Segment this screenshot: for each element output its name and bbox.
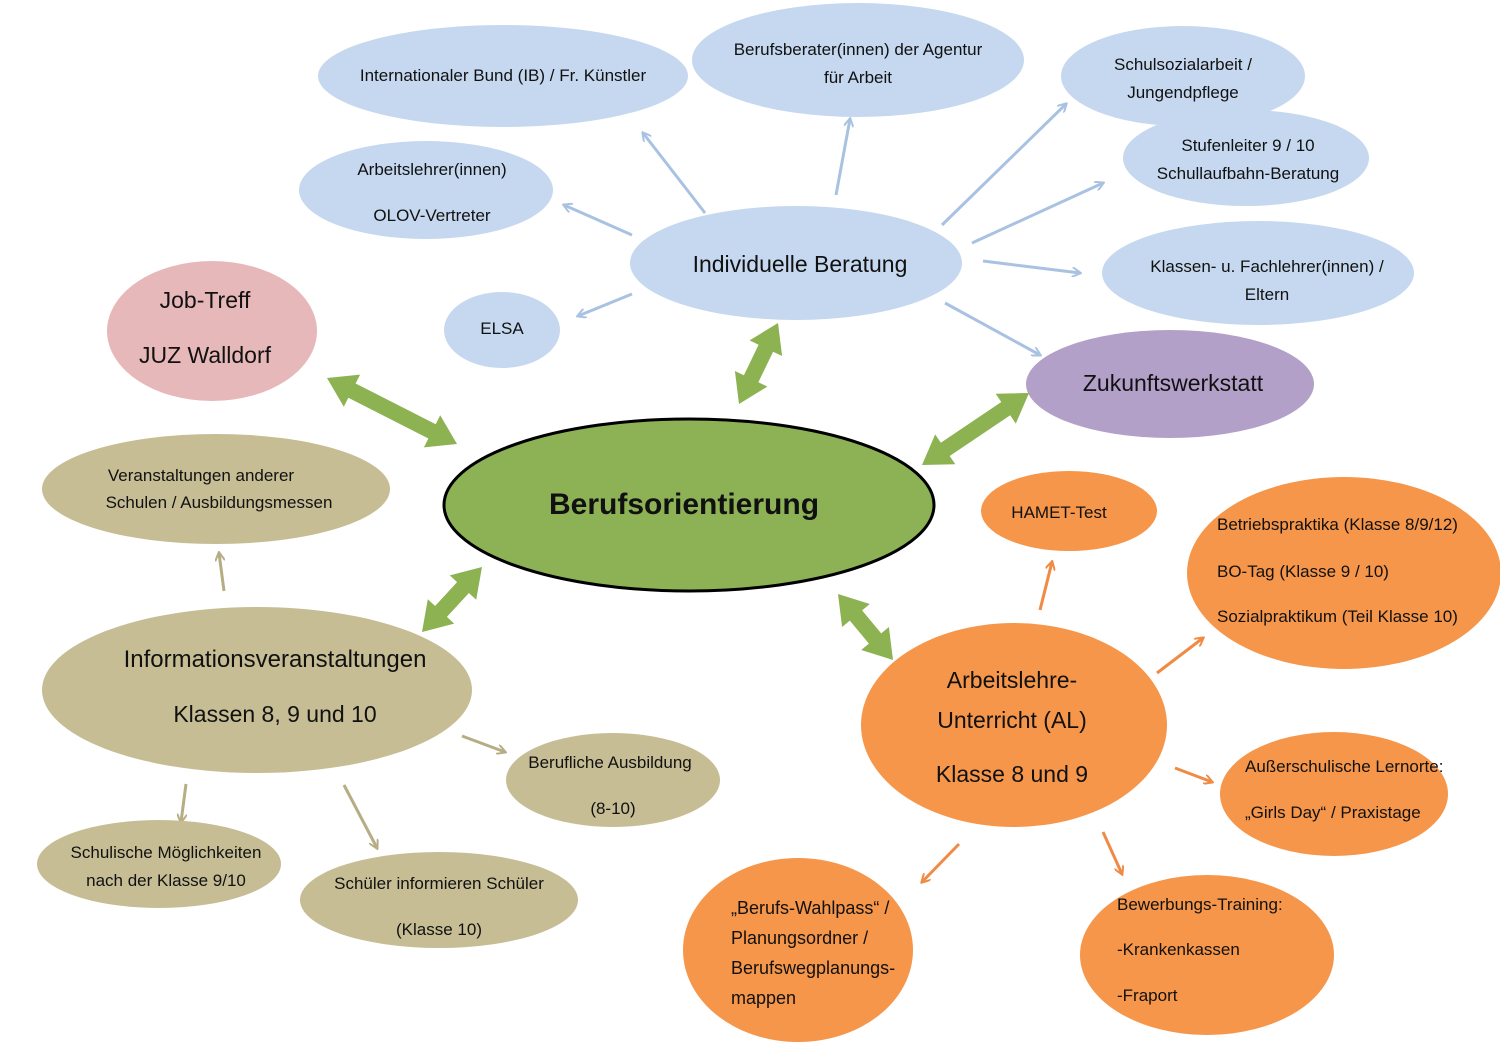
labels-left-aligned: Betriebspraktika (Klasse 8/9/12) BO-Tag … [731,515,1458,1008]
node-job-treff [107,261,317,401]
arrow-to-schulische [181,783,188,822]
label-arbeitslehrer-2: OLOV-Vertreter [373,206,490,225]
label-klassenlehrer-2: Eltern [1245,285,1289,304]
label-stufenleiter-1: Stufenleiter 9 / 10 [1181,136,1314,155]
label-bewerbung-1: Bewerbungs-Training: [1117,895,1283,914]
label-schulische-1: Schulische Möglichkeiten [71,843,262,862]
arrow-to-elsa [578,292,633,316]
node-bewerbung [1080,875,1334,1035]
arrow-to-klassenlehrer [982,259,1080,273]
label-arbeitslehre-2: Unterricht (AL) [937,707,1087,733]
label-arbeitslehrer-1: Arbeitslehrer(innen) [357,160,506,179]
node-stufenleiter [1123,110,1369,206]
label-agentur-2: für Arbeit [824,68,892,87]
green-arrow-beratung [734,323,783,404]
nodes [37,3,1500,1042]
label-schulsozialarbeit-2: Jungendpflege [1127,83,1239,102]
label-job-treff-1: Job-Treff [160,287,251,313]
label-betriebspraktika-3: Sozialpraktikum (Teil Klasse 10) [1217,607,1458,626]
arrow-to-betriebspraktika [1156,638,1203,675]
green-arrow-arbeitslehre [838,594,893,660]
label-arbeitslehre-3: Klasse 8 und 9 [936,761,1088,787]
arrow-to-veranstaltungen [219,553,226,592]
orange-arrows [922,562,1212,882]
labels: Internationaler Bund (IB) / Fr. Künstler… [71,40,1384,939]
label-job-treff-2: JUZ Walldorf [139,342,272,368]
arrow-to-ib [643,133,707,214]
node-informationsveranstaltungen [42,607,472,773]
label-betriebspraktika-2: BO-Tag (Klasse 9 / 10) [1217,562,1389,581]
label-wahlpass-1: „Berufs-Wahlpass“ / [731,898,889,918]
label-wahlpass-4: mappen [731,988,796,1008]
green-arrow-informationsveranstaltungen [422,567,482,632]
node-agentur [692,3,1024,117]
label-ausserschulische-2: „Girls Day“ / Praxistage [1245,803,1421,822]
label-schueler-1: Schüler informieren Schüler [334,874,544,893]
label-stufenleiter-2: Schullaufbahn-Beratung [1157,164,1339,183]
label-elsa: ELSA [480,319,524,338]
node-schueler [300,852,578,948]
arrow-to-ausserschulische [1174,766,1212,782]
green-arrow-zukunftswerkstatt [922,393,1029,465]
label-agentur-1: Berufsberater(innen) der Agentur [734,40,983,59]
arrow-to-agentur [834,119,850,196]
label-ausserschulische-1: Außerschulische Lernorte: [1245,757,1443,776]
node-berufliche-ausbildung [506,733,720,827]
label-wahlpass-2: Planungsordner / [731,928,868,948]
node-betriebspraktika [1187,477,1500,669]
label-hamet: HAMET-Test [1011,503,1107,522]
arrow-to-bewerbung [1101,831,1122,874]
arrow-to-berufliche-ausbildung [461,734,505,752]
label-bewerbung-2: -Krankenkassen [1117,940,1240,959]
label-schueler-2: (Klasse 10) [396,920,482,939]
node-klassenlehrer [1102,221,1414,325]
label-veranstaltungen-1: Veranstaltungen anderer [108,466,295,485]
arrow-to-arbeitslehrer [564,205,633,237]
node-zukunftswerkstatt [1026,330,1314,438]
label-berufliche-ausbildung-1: Berufliche Ausbildung [528,753,692,772]
node-arbeitslehre [861,623,1167,827]
label-veranstaltungen-2: Schulen / Ausbildungsmessen [106,493,333,512]
label-klassenlehrer-1: Klassen- u. Fachlehrer(innen) / [1150,257,1384,276]
label-arbeitslehre-1: Arbeitslehre- [947,667,1077,693]
node-schulsozialarbeit [1061,26,1305,126]
node-elsa [444,292,560,368]
arrow-to-hamet [1038,562,1052,611]
node-ausserschulische [1220,732,1448,856]
blue-arrows [564,104,1103,355]
arrow-to-wahlpass [922,842,961,882]
label-schulsozialarbeit-1: Schulsozialarbeit / [1114,55,1252,74]
tan-arrows [181,553,505,848]
node-individuelle-beratung [630,206,962,320]
node-berufsorientierung [442,417,936,593]
label-bewerbung-3: -Fraport [1117,986,1178,1005]
label-informationsveranstaltungen-2: Klassen 8, 9 und 10 [173,701,376,727]
arrow-to-schueler [342,784,377,848]
label-berufsorientierung: Berufsorientierung [549,488,819,521]
label-zukunftswerkstatt: Zukunftswerkstatt [1083,370,1264,396]
label-schulische-2: nach der Klasse 9/10 [86,871,246,890]
label-informationsveranstaltungen-1: Informationsveranstaltungen [124,646,427,673]
node-ib-kuenstler [318,25,688,127]
node-wahlpass [683,858,913,1042]
green-double-arrows [327,323,1029,660]
green-arrow-job-treff [327,374,457,448]
label-ib-kuenstler: Internationaler Bund (IB) / Fr. Künstler [360,66,647,85]
node-schulische [37,820,281,908]
label-berufliche-ausbildung-2: (8-10) [590,799,635,818]
arrow-to-schulsozialarbeit [940,104,1066,227]
label-individuelle-beratung: Individuelle Beratung [693,251,908,277]
arrow-to-zukunftswerkstatt [944,301,1040,355]
label-wahlpass-3: Berufswegplanungs- [731,958,895,978]
node-hamet [981,471,1157,551]
arrow-to-stufenleiter [971,183,1103,245]
node-veranstaltungen [42,434,390,544]
label-betriebspraktika-1: Betriebspraktika (Klasse 8/9/12) [1217,515,1458,534]
node-arbeitslehrer [299,141,553,239]
